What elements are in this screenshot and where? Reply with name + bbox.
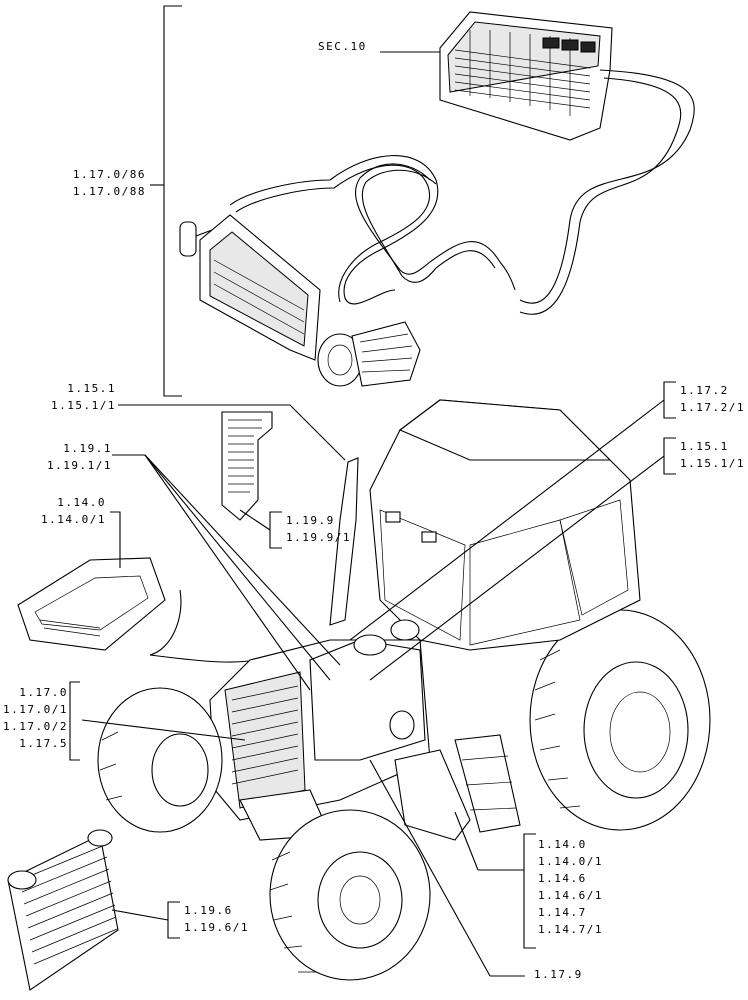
label-line: 1.15.1 [680,440,729,453]
engine-cover-part [17,557,256,663]
label-1-19-1: 1.19.1 1.19.1/1 [46,440,112,474]
label-line: 1.19.9 [286,514,335,527]
label-1-19-6: 1.19.6 1.19.6/1 [184,902,249,936]
label-line: 1.14.7 [538,906,587,919]
label-line: 1.19.6/1 [184,921,249,934]
label-1-17-9: 1.17.9 [534,966,583,983]
label-line: 1.14.6/1 [538,889,603,902]
label-line: 1.17.0 [19,686,68,699]
label-line: 1.14.0 [57,496,106,509]
label-sec10: SEC.10 [318,38,367,55]
label-line: 1.15.1/1 [680,457,745,470]
label-line: 1.14.7/1 [538,923,603,936]
ac-compressor [317,321,421,387]
label-line: 1.17.2/1 [680,401,745,414]
intercooler-part [7,829,119,991]
label-1-17-2: 1.17.2 1.17.2/1 [680,382,745,416]
ac-hoses [229,69,695,315]
label-line: 1.17.0/88 [72,185,146,198]
label-line: 1.15.1 [67,382,116,395]
label-line: 1.19.6 [184,904,233,917]
label-line: 1.17.0/2 [3,720,68,733]
evaporator-unit [439,11,613,141]
label-1-14-right: 1.14.0 1.14.0/1 1.14.6 1.14.6/1 1.14.7 1… [538,836,603,938]
label-line: 1.19.1/1 [47,459,112,472]
leader-lines [69,5,676,977]
label-line: 1.14.0/1 [538,855,603,868]
label-line: 1.14.6 [538,872,587,885]
label-1-15-1-left: 1.15.1 1.15.1/1 [50,380,116,414]
label-1-17-0: 1.17.0 1.17.0/1 1.17.0/2 1.17.5 [0,684,68,752]
label-text: 1.17.9 [534,968,583,981]
label-line: 1.14.0 [538,838,587,851]
label-text: SEC.10 [318,40,367,53]
label-1-14-0-left: 1.14.0 1.14.0/1 [40,494,106,528]
label-line: 1.17.5 [19,737,68,750]
label-1-15-1-right: 1.15.1 1.15.1/1 [680,438,745,472]
label-line: 1.19.9/1 [286,531,351,544]
grille-panel [221,411,273,521]
label-line: 1.15.1/1 [51,399,116,412]
label-line: 1.17.2 [680,384,729,397]
label-line: 1.19.1 [63,442,112,455]
label-1-19-9: 1.19.9 1.19.9/1 [286,512,351,546]
label-line: 1.17.0/86 [72,168,146,181]
tractor [97,399,711,981]
condenser [179,214,321,361]
label-line: 1.17.0/1 [3,703,68,716]
label-line: 1.14.0/1 [41,513,106,526]
label-1-17-0-86: 1.17.0/86 1.17.0/88 [70,166,146,200]
